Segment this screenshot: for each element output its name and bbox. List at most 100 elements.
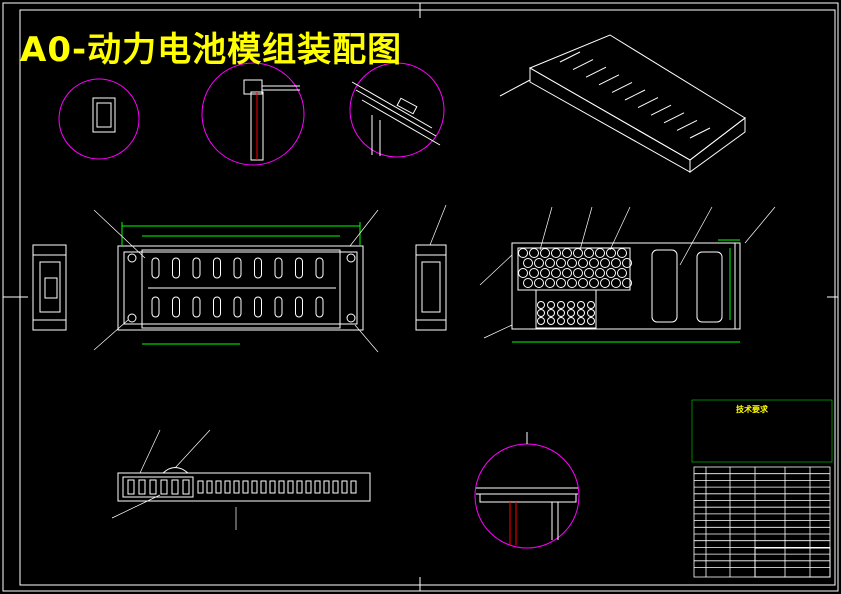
detail-view-b — [201, 62, 305, 166]
battery-cell — [537, 317, 545, 325]
plan-slot — [138, 479, 146, 495]
cell-slot — [274, 257, 283, 279]
plan-slot — [305, 480, 312, 494]
parts-list-table — [693, 466, 831, 578]
battery-cell — [589, 278, 599, 288]
battery-cell — [567, 301, 575, 309]
battery-cell — [567, 278, 577, 288]
iso-slot — [689, 127, 711, 139]
iso-slot — [598, 74, 620, 86]
battery-cell — [617, 268, 627, 278]
cell-slot — [315, 296, 324, 318]
battery-cell — [577, 309, 585, 317]
battery-cell — [534, 258, 544, 268]
plan-slot — [287, 480, 294, 494]
plan-slot — [160, 479, 168, 495]
plan-slot — [149, 479, 157, 495]
battery-cell — [556, 278, 566, 288]
cell-slot — [151, 257, 160, 279]
battery-cell — [518, 268, 528, 278]
plan-slot — [296, 480, 303, 494]
battery-cell — [622, 278, 632, 288]
plan-slot — [332, 480, 339, 494]
frame-center-marks — [3, 3, 838, 591]
battery-cell — [567, 317, 575, 325]
section-dimension-lines — [512, 239, 740, 343]
battery-cell — [567, 309, 575, 317]
bottom-plan-view — [111, 429, 371, 530]
cell-slot — [192, 296, 201, 318]
iso-slot — [572, 59, 594, 71]
plan-slot — [224, 480, 231, 494]
battery-cell — [537, 301, 545, 309]
battery-cell — [573, 268, 583, 278]
battery-cell — [562, 268, 572, 278]
plan-slot — [350, 480, 357, 494]
technical-requirements-heading: 技术要求 — [736, 405, 768, 414]
battery-cell — [529, 248, 539, 258]
cell-slot — [233, 296, 242, 318]
battery-cell — [584, 268, 594, 278]
battery-cell — [547, 301, 555, 309]
cell-slot — [254, 257, 262, 279]
detail-view-a — [58, 78, 140, 160]
battery-cell — [606, 248, 616, 258]
plan-slot — [171, 479, 179, 495]
cell-slot — [151, 296, 160, 318]
section-view — [511, 242, 741, 330]
battery-cell — [518, 248, 528, 258]
battery-cell — [537, 309, 545, 317]
plan-slot — [314, 480, 321, 494]
battery-cell — [567, 258, 577, 268]
iso-slot — [585, 66, 607, 78]
plan-slot — [278, 480, 285, 494]
plan-slot — [206, 480, 213, 494]
plan-slot — [127, 479, 135, 495]
battery-cell — [578, 278, 588, 288]
battery-cell — [573, 248, 583, 258]
battery-cell — [600, 258, 610, 268]
plan-slot — [260, 480, 267, 494]
cell-slot — [233, 257, 242, 279]
cell-slot — [274, 296, 283, 318]
plan-slot — [215, 480, 222, 494]
front-dimension-lines — [121, 222, 361, 345]
battery-cell — [529, 268, 539, 278]
battery-cell — [622, 258, 632, 268]
battery-cell — [587, 317, 595, 325]
battery-cell — [611, 258, 621, 268]
battery-cell — [611, 278, 621, 288]
isometric-module-view — [499, 34, 746, 173]
battery-cell — [617, 248, 627, 258]
battery-cell — [540, 248, 550, 258]
plan-slot — [242, 480, 249, 494]
battery-cell — [523, 278, 533, 288]
battery-cell — [557, 317, 565, 325]
iso-slot — [650, 104, 672, 116]
battery-cell — [557, 309, 565, 317]
battery-cell — [595, 268, 605, 278]
plan-slot — [197, 480, 204, 494]
battery-cell — [540, 268, 550, 278]
plan-slot — [323, 480, 330, 494]
cell-slot — [213, 296, 221, 318]
plan-slot — [269, 480, 276, 494]
cell-slot — [172, 257, 180, 279]
cell-slot — [295, 296, 303, 318]
battery-cell — [606, 268, 616, 278]
battery-cell — [523, 258, 533, 268]
cell-slot — [213, 257, 221, 279]
battery-cell — [587, 301, 595, 309]
detail-view-d — [474, 432, 580, 549]
iso-slot — [624, 89, 646, 101]
plan-slot — [341, 480, 348, 494]
plan-slot — [251, 480, 258, 494]
cell-slot — [192, 257, 201, 279]
cell-slot — [172, 296, 180, 318]
front-leader-lines — [93, 209, 379, 353]
battery-cell — [551, 268, 561, 278]
iso-slot — [663, 112, 685, 124]
battery-cell — [534, 278, 544, 288]
iso-slot — [676, 119, 698, 131]
